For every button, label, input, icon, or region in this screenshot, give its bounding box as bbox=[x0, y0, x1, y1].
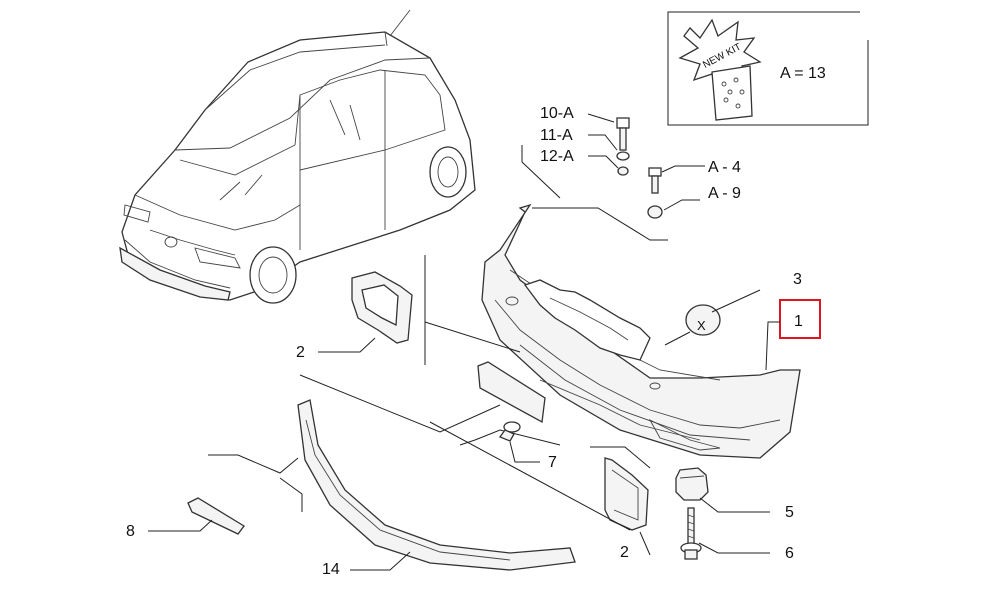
callout-2-lower: 2 bbox=[620, 544, 629, 561]
screw-part-6: 6 bbox=[680, 507, 794, 562]
bracket-part-2-left: 2 bbox=[296, 255, 521, 365]
callout-a-4: A - 4 bbox=[708, 159, 741, 176]
callout-7: 7 bbox=[548, 454, 557, 471]
new-kit-box: NEW KIT A = 13 bbox=[667, 11, 869, 126]
callout-8: 8 bbox=[126, 523, 135, 540]
callout-14: 14 bbox=[322, 561, 340, 578]
bracket-part-2-right: 2 bbox=[429, 421, 651, 561]
callout-x: X bbox=[697, 318, 706, 333]
callout-11-a: 11-A bbox=[540, 127, 573, 144]
license-plate-bracket bbox=[299, 361, 561, 446]
callout-3: 3 bbox=[793, 271, 802, 288]
cap-part-3: X 3 bbox=[664, 271, 802, 346]
callout-6: 6 bbox=[785, 545, 794, 562]
clip-part-5: 5 bbox=[675, 467, 794, 521]
adhesive-strip-part-8: 8 bbox=[126, 497, 245, 540]
screw-and-clip-a4-a9: A - 4 A - 9 bbox=[647, 159, 741, 219]
kit-quantity-equation: A = 13 bbox=[780, 65, 826, 82]
callout-1-highlight: 1 bbox=[765, 299, 821, 371]
callout-1: 1 bbox=[794, 313, 803, 330]
bolt-group-10-11-12: 10-A 11-A 12-A bbox=[540, 105, 630, 176]
callout-12-a: 12-A bbox=[540, 148, 574, 165]
lower-spoiler-part-14: 14 bbox=[208, 399, 576, 578]
screw-part-7: 7 bbox=[498, 421, 557, 471]
car-illustration bbox=[119, 9, 476, 304]
front-bumper-part-1 bbox=[481, 203, 801, 459]
callout-5: 5 bbox=[785, 504, 794, 521]
callout-a-9: A - 9 bbox=[708, 185, 741, 202]
callout-10-a: 10-A bbox=[540, 105, 574, 122]
callout-2-upper: 2 bbox=[296, 344, 305, 361]
